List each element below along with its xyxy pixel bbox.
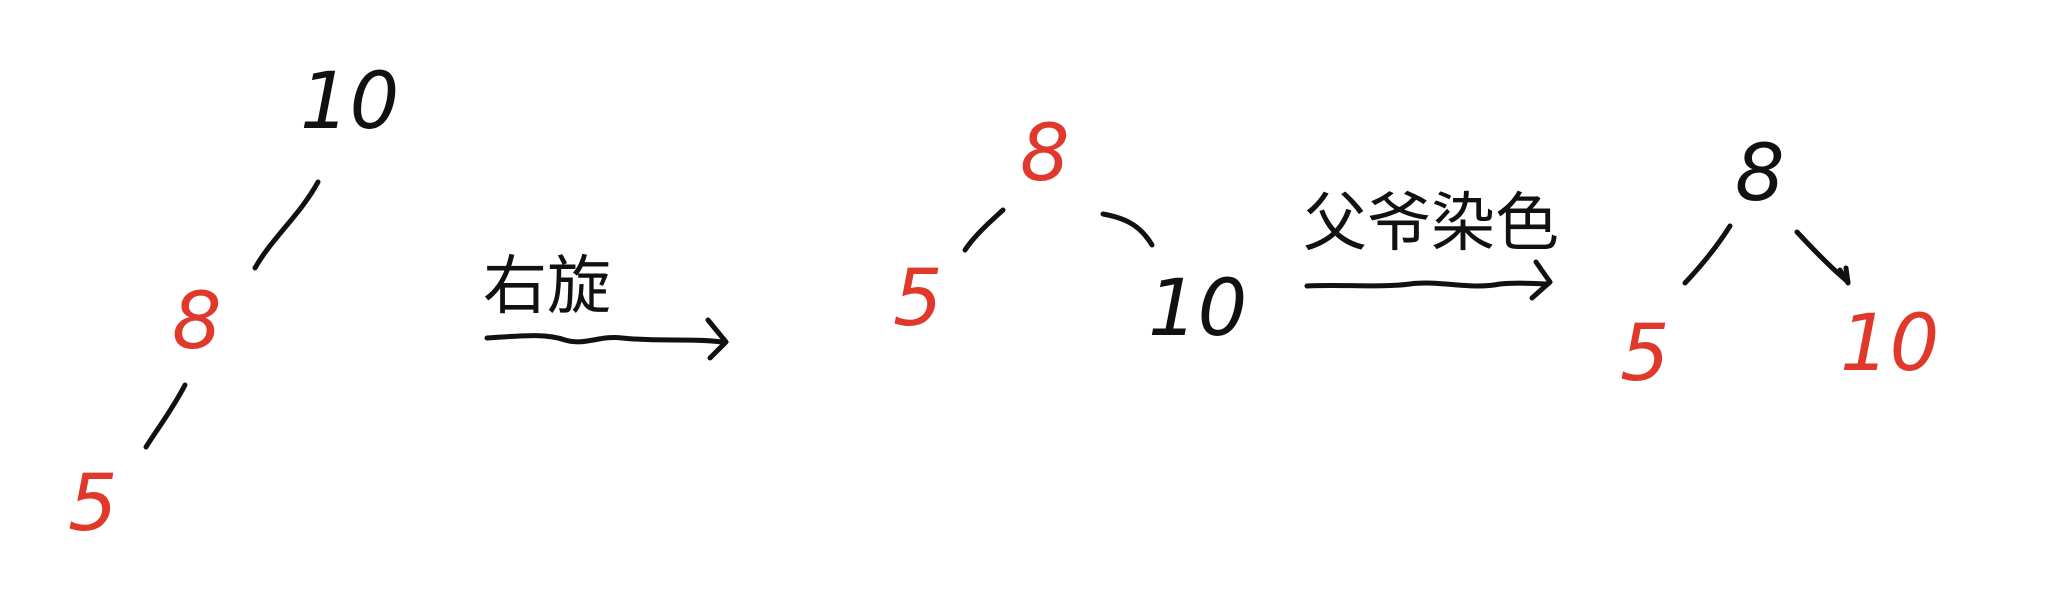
arrow-recolor-head (1529, 259, 1553, 301)
stage-3-edge-8-10-hook (1837, 265, 1851, 286)
arrow-right-rotate-shaft (484, 333, 725, 345)
stage-3-node-10: 10 (1840, 299, 1939, 389)
stage-3-edge-8-5 (1682, 223, 1733, 286)
arrow-recolor: 父爷染色 (1303, 187, 1559, 301)
stage-1-node-5: 5 (68, 459, 118, 549)
arrow-right-rotate-head (705, 317, 729, 361)
stage-1-node-10: 10 (300, 57, 399, 147)
arrow-right-rotate-label: 右旋 (483, 250, 611, 324)
arrow-recolor-label: 父爷染色 (1303, 187, 1559, 261)
stage-2-node-8: 8 (1020, 109, 1070, 199)
arrow-right-rotate: 右旋 (483, 250, 729, 361)
stage-3-node-5: 5 (1620, 309, 1670, 399)
stage-2-tree: 8 5 10 (893, 109, 1247, 354)
stage-2-node-5: 5 (893, 254, 943, 344)
stage-1-node-8: 8 (172, 277, 222, 367)
arrow-recolor-shaft (1304, 280, 1551, 289)
stage-1-tree: 10 8 5 (68, 57, 399, 549)
stage-3-node-8: 8 (1735, 129, 1785, 219)
stage-2-edge-8-10 (1100, 211, 1155, 248)
stage-3-tree: 8 5 10 (1620, 129, 1939, 399)
stage-2-edge-8-5 (962, 207, 1006, 253)
stage-1-edge-10-8 (252, 179, 321, 271)
stage-2-node-10: 10 (1148, 264, 1247, 354)
stage-1-edge-8-5 (143, 382, 188, 450)
